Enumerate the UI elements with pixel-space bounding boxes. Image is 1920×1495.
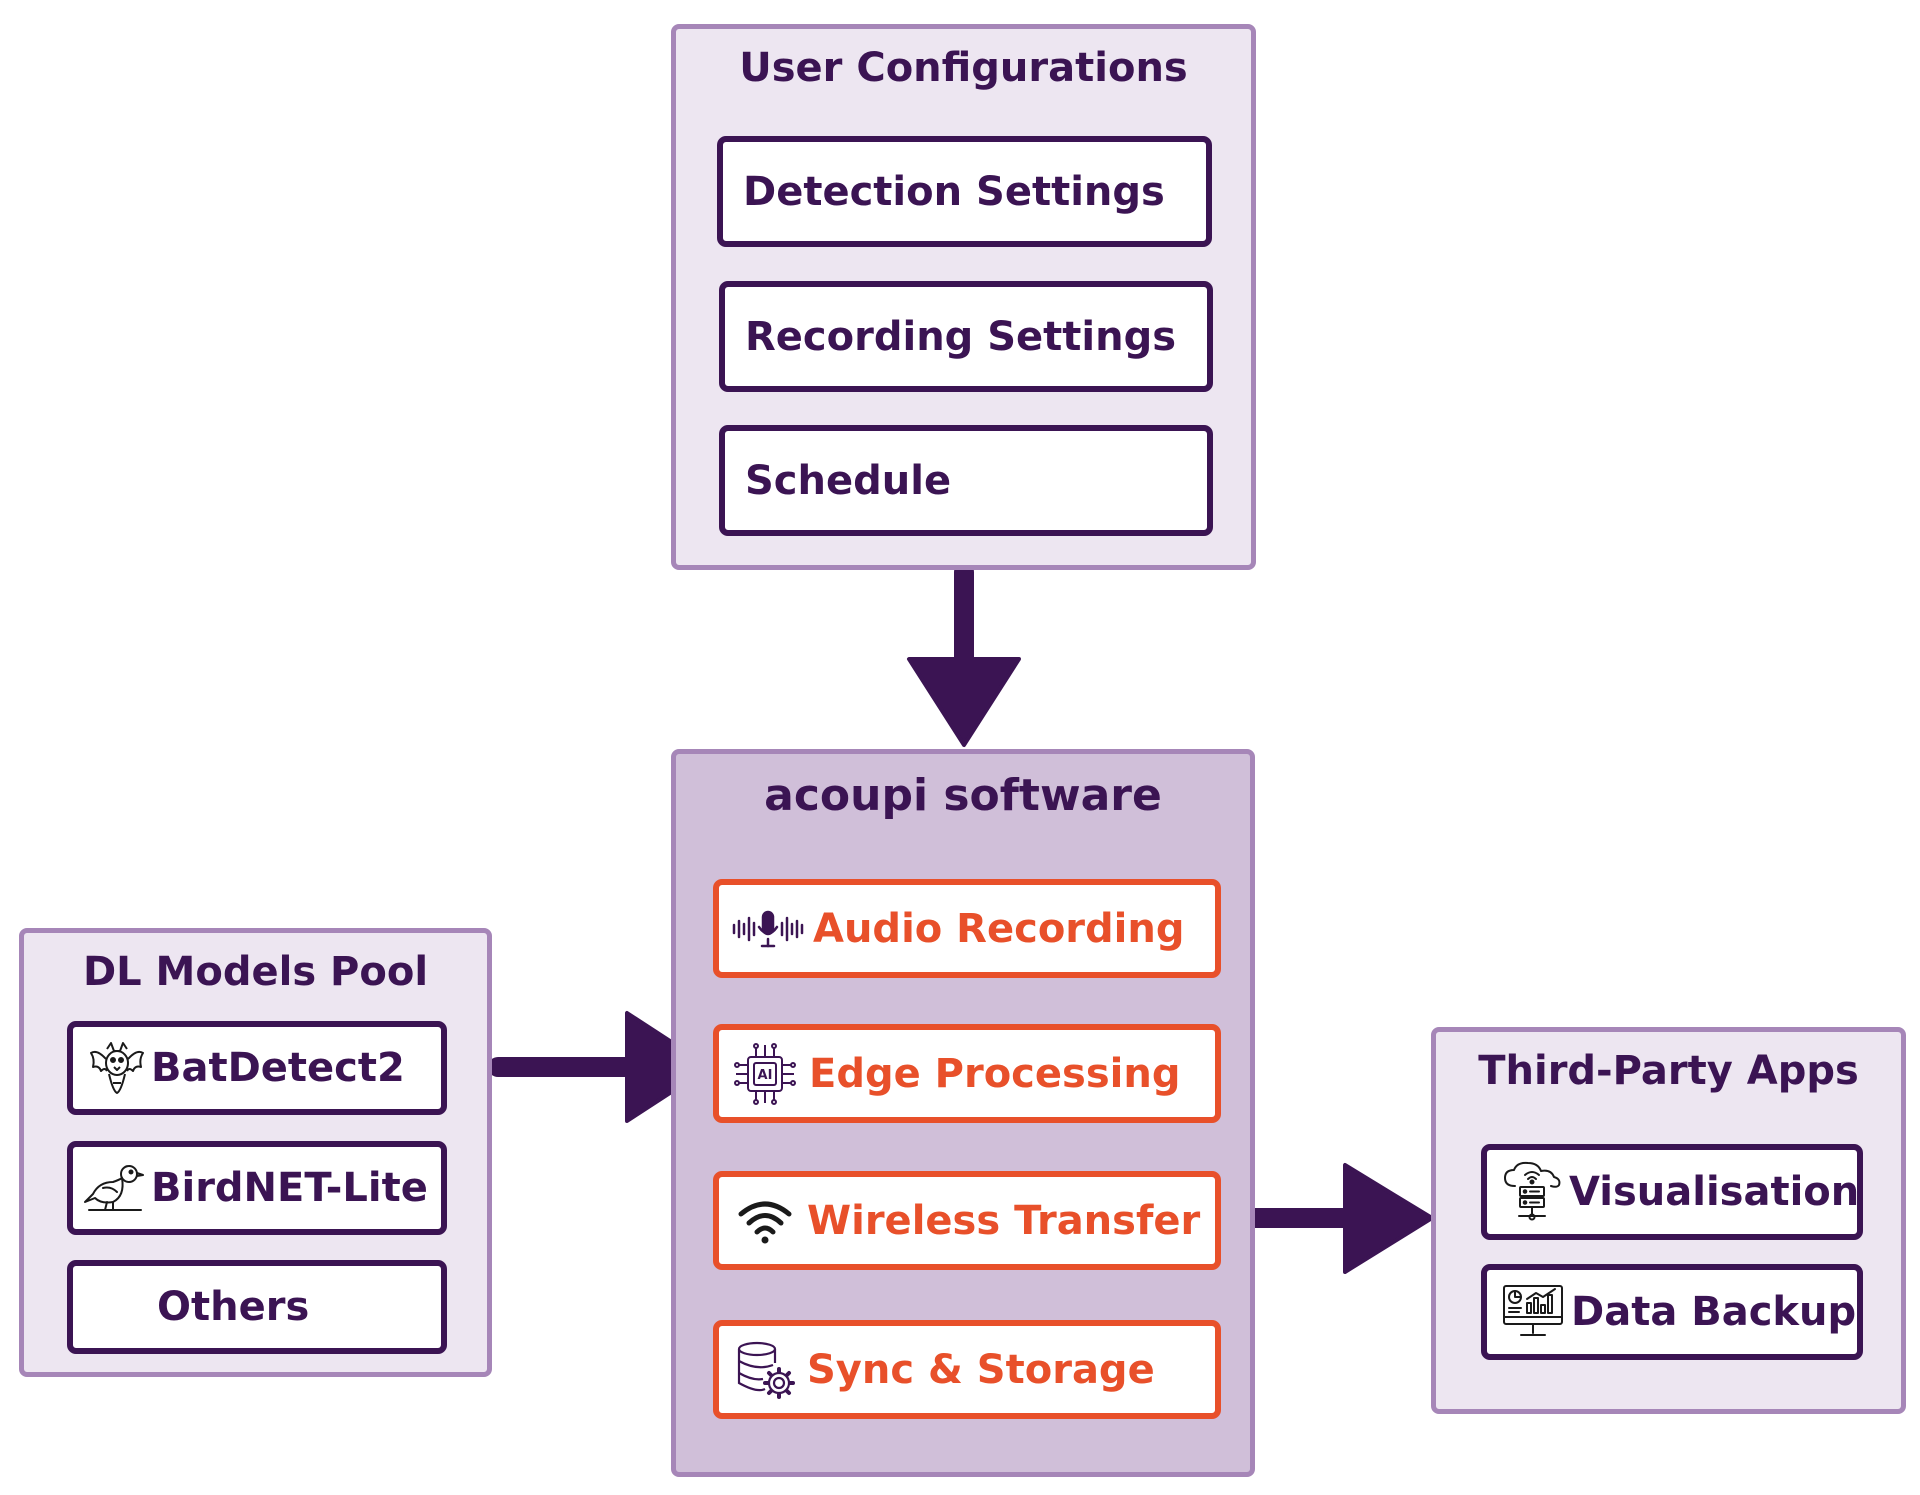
wireless-transfer-label: Wireless Transfer — [807, 1197, 1201, 1244]
database-gear-icon — [735, 1338, 797, 1402]
arrow-config-to-acoupi — [907, 562, 1021, 747]
edge-processing-label: Edge Processing — [809, 1050, 1181, 1097]
visualisation-label: Visualisation — [1569, 1169, 1860, 1215]
ai-chip-icon: AI — [731, 1041, 799, 1107]
audio-recording-box: Audio Recording — [713, 879, 1221, 978]
bat-icon — [89, 1039, 145, 1097]
others-box: Others — [67, 1260, 447, 1354]
monitor-chart-icon — [1501, 1282, 1565, 1342]
user-configurations-panel: User Configurations Detection Settings R… — [671, 24, 1256, 570]
recording-settings-box: Recording Settings — [719, 281, 1213, 392]
data-backup-box: Data Backup — [1481, 1264, 1863, 1360]
schedule-box: Schedule — [719, 425, 1213, 536]
sync-storage-box: Sync & Storage — [713, 1320, 1221, 1419]
svg-text:AI: AI — [758, 1068, 773, 1083]
batdetect2-box: BatDetect2 — [67, 1021, 447, 1115]
birdnet-lite-box: BirdNET-Lite — [67, 1141, 447, 1235]
sync-storage-label: Sync & Storage — [807, 1346, 1155, 1393]
others-label: Others — [157, 1284, 310, 1330]
user-configurations-title: User Configurations — [739, 45, 1188, 91]
visualisation-box: Visualisation — [1481, 1144, 1863, 1240]
acoupi-software-title: acoupi software — [764, 770, 1162, 821]
birdnet-lite-label: BirdNET-Lite — [151, 1165, 428, 1211]
audio-recording-label: Audio Recording — [813, 905, 1185, 952]
bird-icon — [83, 1160, 145, 1216]
third-party-apps-panel: Third-Party Apps Visualisation — [1431, 1027, 1906, 1414]
recording-settings-label: Recording Settings — [745, 313, 1177, 360]
cloud-server-icon — [1501, 1160, 1563, 1224]
dl-models-pool-panel: DL Models Pool BatDetect2 — [19, 928, 492, 1377]
arrow-models-to-acoupi — [488, 1011, 712, 1123]
batdetect2-label: BatDetect2 — [151, 1045, 405, 1091]
data-backup-label: Data Backup — [1571, 1289, 1857, 1335]
acoupi-software-panel: acoupi software Audio Recording AI — [671, 749, 1255, 1477]
dl-models-pool-title: DL Models Pool — [82, 949, 429, 995]
schedule-label: Schedule — [745, 457, 952, 504]
detection-settings-label: Detection Settings — [743, 168, 1165, 215]
microphone-waveform-icon — [731, 899, 805, 959]
third-party-apps-title: Third-Party Apps — [1478, 1048, 1859, 1094]
edge-processing-box: AI Edge Processing — [713, 1024, 1221, 1123]
wifi-icon — [735, 1194, 795, 1248]
wireless-transfer-box: Wireless Transfer — [713, 1171, 1221, 1270]
detection-settings-box: Detection Settings — [717, 136, 1212, 247]
